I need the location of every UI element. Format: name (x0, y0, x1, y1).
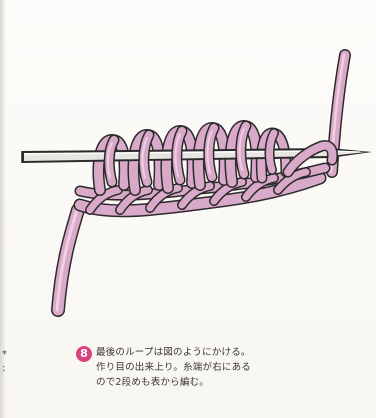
side-mark-2: : (2, 362, 5, 376)
caption-line-3: ので2段めも表から編む。 (96, 375, 366, 390)
step-number-badge: 8 (76, 346, 92, 362)
caption-line-2: 作り目の出来上り。糸端が右にある (96, 360, 366, 375)
caption-text: 最後のループは図のようにかける。 作り目の出来上り。糸端が右にある ので2段めも… (96, 345, 366, 390)
caption-line-1: 最後のループは図のようにかける。 (96, 345, 366, 360)
knitting-illustration (0, 0, 376, 320)
yarn-tail-icon (57, 210, 78, 310)
side-mark: * (2, 348, 7, 362)
